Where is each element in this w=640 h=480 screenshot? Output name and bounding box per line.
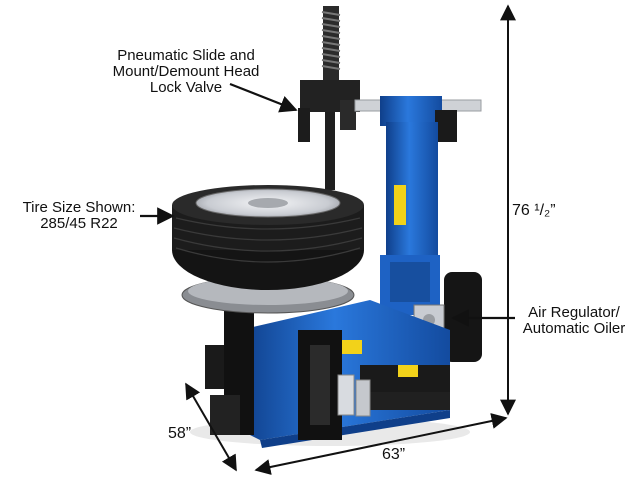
depth-dimension-line [185,382,237,472]
vertical-column [380,96,457,315]
tire-callout-line1: Tire Size Shown: [22,199,136,216]
air-callout-line1: Air Regulator/ [528,304,620,321]
valve-callout-label: Pneumatic Slide and Mount/Demount Head L… [96,48,276,96]
width-dimension-label: 63” [382,446,406,463]
depth-dimension-label: 58” [168,425,192,442]
valve-callout-line3: Lock Valve [149,79,223,96]
shaft-spring [321,11,341,70]
warning-sticker [394,185,406,225]
tire-and-wheel [172,185,364,290]
lock-valve-housing [298,80,360,142]
mount-head-shaft [321,6,341,190]
foot-pedals [337,374,371,417]
valve-callout-line2: Mount/Demount Head [112,63,260,80]
tire-callout-line2: 285/45 R22 [40,215,118,232]
tire-callout-label: Tire Size Shown: 285/45 R22 [4,200,154,232]
air-regulator-callout-label: Air Regulator/ Automatic Oiler [508,305,640,337]
valve-arrow [229,82,298,113]
valve-callout-line1: Pneumatic Slide and [117,47,255,64]
air-callout-line2: Automatic Oiler [522,320,626,337]
side-control-panel [205,310,254,435]
height-dimension-label: 76 ¹/₂” [512,202,556,219]
width-dimension-line [254,413,508,475]
